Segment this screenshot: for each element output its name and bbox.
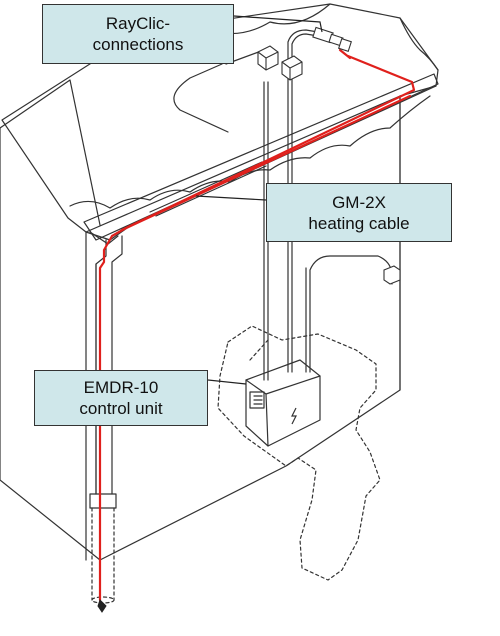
lightning-icon <box>291 407 297 425</box>
callout-emdr-control-unit: EMDR-10 control unit <box>34 370 208 426</box>
callout-gm2x-line2: heating cable <box>308 213 410 233</box>
roof-cable-loop <box>173 63 229 133</box>
sensor-cable <box>309 255 393 373</box>
callout-rayclic-line1: RayClic- <box>105 14 171 33</box>
callout-rayclic-line2: connections <box>92 35 184 54</box>
house-gable-left <box>0 79 101 226</box>
house-front-wall <box>85 95 401 561</box>
callout-gm2x-line1: GM-2X <box>332 192 386 212</box>
cable-end-icon <box>97 599 107 613</box>
junction-box-icon <box>257 45 401 285</box>
leader-lines <box>195 15 323 385</box>
leader-emdr <box>207 379 247 385</box>
callout-gm2x-heating-cable: GM-2X heating cable <box>266 183 452 242</box>
rayclic-connector-icon <box>312 26 352 52</box>
snow-edge <box>69 95 431 209</box>
callout-emdr-line2: control unit <box>79 399 163 418</box>
callout-emdr-line1: EMDR-10 <box>83 378 159 397</box>
leader-rayclic <box>233 15 323 33</box>
leader-gm2x <box>195 195 267 201</box>
ground-dashed <box>217 325 381 581</box>
roof <box>1 3 439 241</box>
heating-cable <box>98 48 416 602</box>
house-left-wall <box>0 127 101 561</box>
control-unit-box <box>245 359 321 447</box>
callout-rayclic-connections: RayClic- connections <box>42 4 234 64</box>
